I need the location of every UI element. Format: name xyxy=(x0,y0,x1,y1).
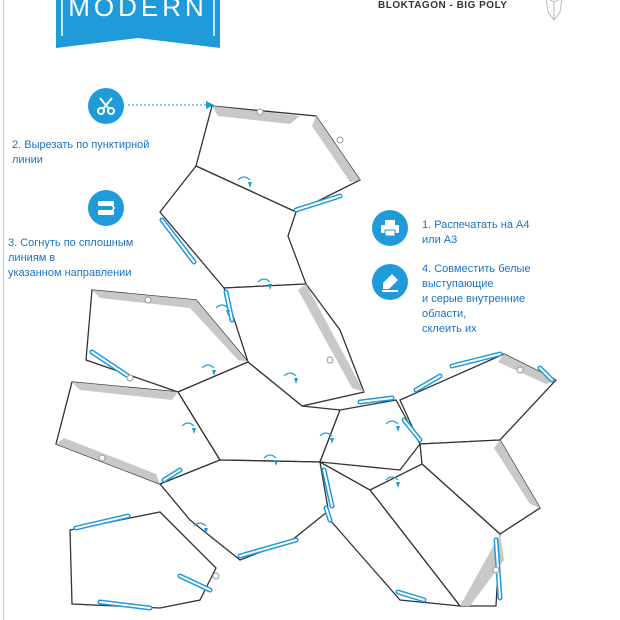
fold-arrowhead xyxy=(330,438,334,444)
glue-area-grey xyxy=(212,106,300,124)
glue-area-grey xyxy=(498,354,556,384)
blue-flap-core xyxy=(91,351,129,377)
blue-flap-core xyxy=(359,397,393,403)
document-title: BLOKTAGON - BIG POLY xyxy=(378,0,508,11)
blue-flap-core xyxy=(323,469,333,507)
blue-flap-core xyxy=(75,515,129,529)
glue-area-grey xyxy=(56,438,160,484)
fold-arrow xyxy=(201,364,215,369)
glue-area-grey xyxy=(72,382,178,400)
fold-arrowhead xyxy=(294,378,298,384)
fold-arrowhead xyxy=(274,460,278,466)
printer-icon xyxy=(372,210,408,246)
step-fold-text: 3. Согнуть по сплошным линиям в указанно… xyxy=(8,237,134,279)
glue-area-grey xyxy=(190,300,248,362)
blue-flap-core xyxy=(225,291,233,321)
step-cut-text: 2. Вырезать по пунктирной линии xyxy=(12,139,150,166)
tab-dot xyxy=(126,374,134,382)
glue-area-grey xyxy=(494,440,540,508)
blue-flap-core xyxy=(539,367,553,381)
tab-dot xyxy=(98,454,106,462)
blue-flap-core xyxy=(99,601,151,609)
blue-flap-core xyxy=(325,507,331,521)
blue-flap-core xyxy=(161,219,195,263)
net-face xyxy=(319,399,421,471)
glue-area-grey xyxy=(298,284,364,392)
glue-area-grey xyxy=(312,116,360,182)
fold-arrowhead xyxy=(226,310,230,316)
tab-dot xyxy=(492,566,500,574)
page-edge xyxy=(3,0,4,620)
fold-arrow xyxy=(385,420,399,425)
fold-icon xyxy=(88,190,124,226)
blue-flap-core xyxy=(397,591,425,601)
blue-flap-core xyxy=(179,575,211,591)
step-print-text: 1. Распечатать на А4 или А3 xyxy=(422,219,530,246)
glue-area-grey xyxy=(92,290,196,308)
tab-dot xyxy=(336,136,344,144)
step-glue-text: 4. Совместить белые выступающие и серые … xyxy=(422,263,531,335)
fold-arrowhead xyxy=(212,370,216,376)
blue-flap-core xyxy=(239,539,297,557)
fold-arrow xyxy=(263,454,277,459)
net-face xyxy=(399,353,558,445)
fold-arrowhead xyxy=(204,528,208,534)
tab-dot xyxy=(256,108,264,116)
brand-text: MODERN xyxy=(68,0,208,22)
fold-arrow xyxy=(237,176,251,181)
shield-outline-icon xyxy=(545,0,563,21)
blue-flap-core xyxy=(403,419,421,441)
fold-arrow xyxy=(193,522,207,527)
blue-flap-core xyxy=(415,375,441,391)
fold-arrowhead xyxy=(192,428,196,434)
fold-arrow xyxy=(385,476,399,481)
blue-flap-core xyxy=(451,353,501,367)
fold-arrow xyxy=(257,278,271,283)
net-face xyxy=(69,511,217,609)
fold-arrowhead xyxy=(268,284,272,290)
glue-area-grey xyxy=(460,534,504,606)
tab-dot xyxy=(212,572,220,580)
glue-icon xyxy=(372,264,408,300)
fold-arrowhead xyxy=(248,182,252,188)
scissors-icon xyxy=(88,88,124,124)
fold-arrow xyxy=(283,372,297,377)
cut-line-pointer xyxy=(128,101,214,109)
tab-dot xyxy=(144,296,152,304)
fold-arrow xyxy=(215,304,229,309)
fold-arrow xyxy=(181,422,195,427)
fold-arrowhead xyxy=(396,482,400,488)
fold-arrowhead xyxy=(396,426,400,432)
tab-dot xyxy=(516,366,524,374)
fold-arrow xyxy=(319,432,333,437)
tab-dot xyxy=(326,356,334,364)
blue-flap-core xyxy=(163,469,181,481)
blue-flap-core xyxy=(295,195,341,211)
brand-banner xyxy=(56,0,220,48)
